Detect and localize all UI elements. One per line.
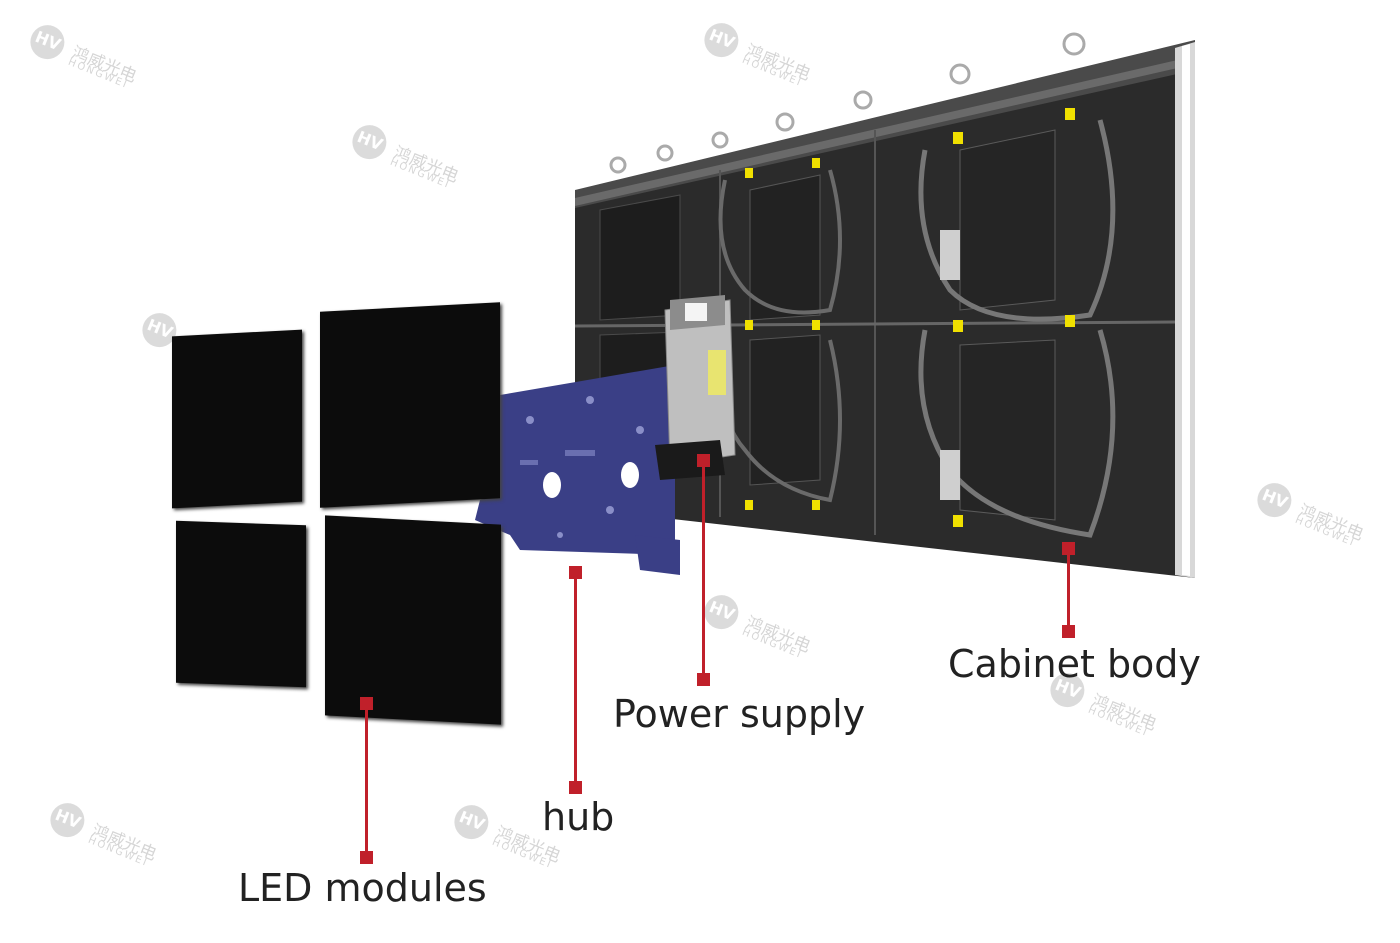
cabinet-body-leader-line [1067, 548, 1070, 632]
watermark-badge-icon: HV [449, 800, 494, 845]
led-module [320, 302, 500, 508]
watermark-logo: HV 鸿威光电 HONGWEI [1243, 478, 1400, 594]
watermark-badge-icon: HV [699, 590, 744, 635]
power-supply-marker-bottom [697, 673, 710, 686]
hub-label: hub [542, 795, 615, 839]
led-modules-leader-line [365, 703, 368, 855]
watermark-logo: HV 鸿威光电 HONGWEI [690, 590, 861, 706]
watermark-badge-icon: HV [1252, 478, 1297, 523]
led-module [176, 520, 306, 688]
hub-leader-line [574, 572, 577, 784]
led-module [172, 329, 302, 509]
hub-marker-bottom [569, 781, 582, 794]
power-supply-leader-line [702, 460, 705, 680]
watermark-badge-icon: HV [25, 20, 70, 65]
cabinet-body-marker-bottom [1062, 625, 1075, 638]
watermark-logo: HV 鸿威光电 HONGWEI [36, 798, 207, 914]
cabinet-body-label: Cabinet body [948, 642, 1201, 686]
led-modules-marker-bottom [360, 851, 373, 864]
led-module [325, 515, 501, 725]
watermark-badge-icon: HV [45, 798, 90, 843]
led-modules-label: LED modules [238, 866, 487, 910]
watermark-logo: HV 鸿威光电 HONGWEI [16, 20, 187, 136]
watermark-badge-icon: HV [347, 120, 392, 165]
watermark-logo: HV 鸿威光电 HONGWEI [338, 120, 509, 236]
power-supply-illustration [655, 295, 736, 480]
hub-board-illustration [475, 365, 680, 575]
power-supply-label: Power supply [613, 692, 866, 736]
